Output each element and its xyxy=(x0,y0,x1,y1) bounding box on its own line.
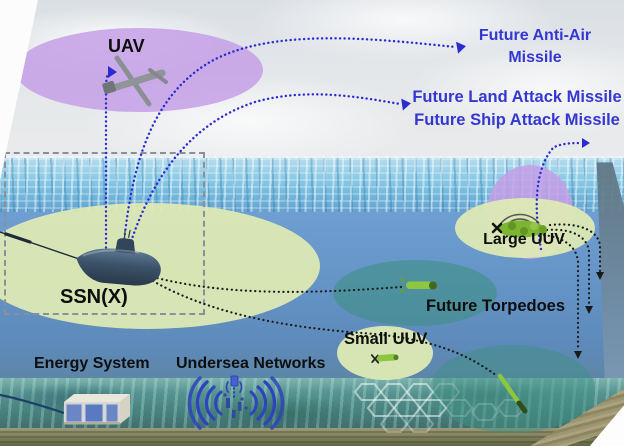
torpedo-icon xyxy=(399,277,437,293)
deploy-path-uuv-1 xyxy=(545,228,591,307)
uav-label: UAV xyxy=(108,36,145,56)
small-uuv-label: Small UUV xyxy=(344,330,428,348)
future-torpedoes-label: Future Torpedoes xyxy=(426,297,566,315)
small-uuv-icon xyxy=(370,354,399,364)
ssnx-label: SSN(X) xyxy=(60,286,128,308)
future-torpedoes-coverage-ellipse xyxy=(333,260,497,326)
deploy-path-uuv-3 xyxy=(542,233,580,352)
deploy-path-arrowheads xyxy=(574,272,604,359)
deploy-path-uuv-2 xyxy=(548,223,602,273)
submarine-icon xyxy=(76,229,161,286)
future-ship-attack-missile-label: Future Ship Attack Missile xyxy=(414,111,620,129)
undersea-networks-label: Undersea Networks xyxy=(176,355,326,372)
deploy-paths xyxy=(151,223,602,378)
comm-links xyxy=(104,37,582,256)
diving-torpedo-icon xyxy=(497,373,528,414)
seafloor-coverage-ellipse xyxy=(430,345,595,433)
seafloor-front-edge xyxy=(0,428,624,446)
deploy-path-sub-to-torpedo xyxy=(151,275,403,293)
uav-drone-icon xyxy=(102,55,168,107)
undersea-network-nodes-icon xyxy=(187,375,285,430)
towed-array-line xyxy=(0,231,83,261)
comm-link-sub-to-antiair xyxy=(121,37,457,254)
future-anti-air-missile-label: Future Anti-Air Missile xyxy=(478,27,592,66)
comm-link-sub-to-landship xyxy=(125,93,402,256)
uav-coverage-ellipse xyxy=(15,28,263,112)
large-uuv-label: Large UUV xyxy=(483,231,565,248)
seafloor-hexagon-grid xyxy=(353,383,526,433)
future-land-attack-missile-label: Future Land Attack Missile xyxy=(412,88,622,106)
energy-system-box-icon xyxy=(0,393,130,425)
comm-link-sub-to-uav xyxy=(104,70,112,254)
large-uuv-icon xyxy=(491,213,547,238)
comm-link-arrowheads xyxy=(108,41,590,148)
energy-system-label: Energy System xyxy=(34,355,150,372)
